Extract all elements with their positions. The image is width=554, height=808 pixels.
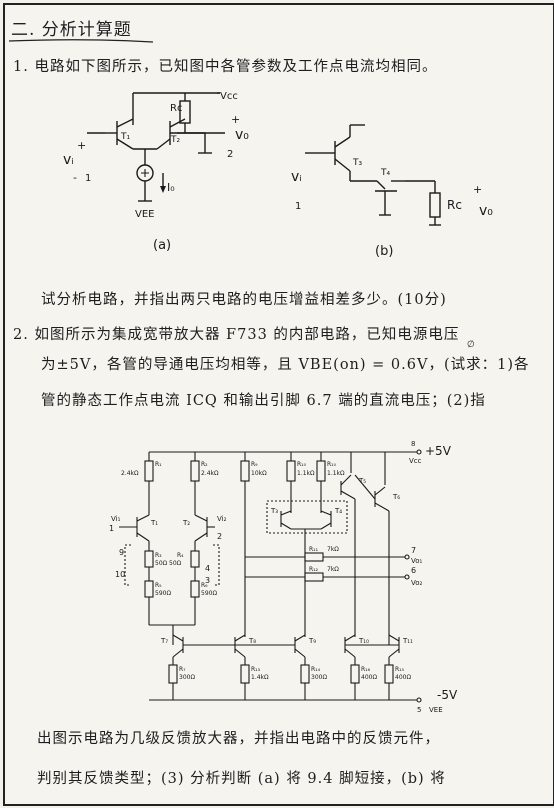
- r10b-value: 1.1kΩ: [327, 470, 345, 477]
- t10-label: T₁₀: [358, 637, 369, 645]
- fig-a-pin2: 2: [227, 149, 233, 160]
- fig-a-io: I₀: [167, 181, 175, 194]
- f733-circuit: +5V 8 Vcc -5V 5 VEE R₁ 2.4kΩ R₂ 2.4kΩ R₉…: [109, 440, 458, 714]
- vo2-label: Vo₂: [411, 579, 423, 587]
- t8-label: T₈: [248, 637, 256, 645]
- fig-b-caption: (b): [375, 244, 393, 259]
- fig-a-plus: +: [77, 139, 86, 152]
- fig-b-rc: Rc: [447, 198, 462, 212]
- section-title: 二. 分析计算题: [11, 20, 132, 40]
- r12-value: 7kΩ: [327, 566, 339, 573]
- r10a-value: 1.1kΩ: [297, 470, 315, 477]
- pin-10: 10: [115, 570, 125, 579]
- r15-value: 400Ω: [395, 674, 411, 681]
- q2-tail1: 出图示电路为几级反馈放大器，并指出电路中的反馈元件，: [37, 731, 440, 747]
- vee-pin: 5: [417, 706, 421, 714]
- vi1-label: Vi₁: [111, 515, 121, 523]
- r5-value: 590Ω: [155, 590, 171, 597]
- q2-line2: 为±5V，各管的导通电压均相等，且 VBE(on) = 0.6V，(试求：1)各: [41, 357, 530, 373]
- r9-name: R₉: [251, 461, 258, 468]
- fig-b-vi: vᵢ: [291, 169, 302, 185]
- r15-name: R₁₅: [395, 666, 405, 673]
- fig-a-t1: T₁: [120, 132, 130, 142]
- vcc-sym: Vcc: [409, 457, 422, 465]
- fig-a-rc: Rc: [170, 103, 182, 114]
- vee-sym: VEE: [429, 706, 443, 714]
- fig-a-vo: v₀: [235, 127, 249, 143]
- title-underline: [8, 39, 154, 43]
- t9-label: T₉: [308, 637, 316, 645]
- r13-name: R₁₃: [251, 666, 261, 673]
- r4-name: R₄: [177, 552, 184, 559]
- fig-a-vee: VEE: [135, 209, 154, 220]
- r11-name: R₁₁: [309, 546, 319, 553]
- pin-9: 9: [119, 548, 124, 557]
- t2-label: T₂: [182, 519, 190, 527]
- fig-a-plus2: +: [231, 113, 240, 126]
- fig-a-pin1: 1: [85, 173, 91, 184]
- vee-label: -5V: [437, 688, 458, 702]
- t1-label: T₁: [150, 519, 158, 527]
- pin-2: 2: [217, 532, 222, 541]
- q1-line2: 试分析电路，并指出两只电路的电压增益相差多少。(10分): [41, 292, 447, 308]
- exam-page: 二. 分析计算题 1. 电路如下图所示，已知图中各管参数及工作点电流均相同。: [3, 3, 554, 806]
- r13-value: 1.4kΩ: [251, 674, 269, 681]
- fig-a-caption: (a): [153, 238, 171, 253]
- r11-value: 7kΩ: [327, 546, 339, 553]
- vcc-pin: 8: [411, 440, 415, 448]
- r12-name: R₁₂: [309, 566, 319, 573]
- r1-name: R₁: [155, 461, 162, 468]
- q2-tail2: 判别其反馈类型；(3) 分析判断 (a) 将 9.4 脚短接，(b) 将: [37, 771, 446, 787]
- fig-b-plus: +: [473, 183, 482, 196]
- figure-a: Vcc Rc T₁ T₂ I₀ VEE vᵢ + - 1 v₀ + 2 (a): [63, 91, 249, 253]
- r5-name: R₅: [155, 582, 162, 589]
- r7-name: R₇: [179, 666, 186, 673]
- r3-name: R₃: [155, 552, 162, 559]
- fig-a-vcc: Vcc: [220, 91, 238, 102]
- t4-label: T₄: [334, 507, 342, 515]
- fig-b-vo: v₀: [479, 203, 493, 219]
- q1-line1: 1. 电路如下图所示，已知图中各管参数及工作点电流均相同。: [13, 59, 438, 75]
- r9-value: 10kΩ: [251, 470, 267, 477]
- r10b-name: R₁₀: [327, 461, 337, 468]
- q2-line3: 管的静态工作点电流 ICQ 和输出引脚 6.7 端的直流电压；(2)指: [41, 393, 486, 409]
- t5-label: T₅: [358, 477, 366, 485]
- fig-b-t4: T₄: [380, 168, 390, 178]
- vo1-label: Vo₁: [411, 557, 423, 565]
- pin-6: 6: [411, 566, 416, 575]
- t3-label: T₃: [270, 507, 278, 515]
- r10a-name: R₁₀: [297, 461, 307, 468]
- r2-name: R₂: [201, 461, 208, 468]
- r3-value: 50Ω: [155, 560, 168, 567]
- r16-name: R₁₆: [361, 666, 371, 673]
- pin-4: 4: [205, 564, 210, 573]
- r14-value: 300Ω: [311, 674, 327, 681]
- q2-line1: 2. 如图所示为集成宽带放大器 F733 的内部电路，已知电源电压: [13, 327, 460, 343]
- fig-a-minus: -: [73, 171, 77, 184]
- r1-value: 2.4kΩ: [121, 470, 139, 477]
- t7-label: T₇: [160, 637, 168, 645]
- vcc-label: +5V: [425, 444, 452, 458]
- r16-value: 400Ω: [361, 674, 377, 681]
- r14-name: R₁₄: [311, 666, 321, 673]
- fig-a-t2: T₂: [170, 135, 180, 145]
- r4-value: 50Ω: [169, 560, 182, 567]
- t11-label: T₁₁: [402, 637, 413, 645]
- pin-7: 7: [411, 546, 416, 555]
- fig-b-pin1: 1: [295, 201, 301, 212]
- vi2-label: Vi₂: [217, 515, 227, 523]
- pin-3: 3: [205, 576, 210, 585]
- r6-name: R₆: [201, 582, 208, 589]
- fig-b-t3: T₃: [352, 158, 362, 168]
- t6-label: T₆: [392, 493, 400, 501]
- fig-a-vi: vᵢ: [63, 152, 74, 168]
- r6-value: 590Ω: [201, 590, 217, 597]
- r7-value: 300Ω: [179, 674, 195, 681]
- r2-value: 2.4kΩ: [201, 470, 219, 477]
- figure-b: T₃ T₄ Rc vᵢ 1 v₀ + (b): [291, 124, 493, 259]
- pin-1: 1: [109, 524, 114, 533]
